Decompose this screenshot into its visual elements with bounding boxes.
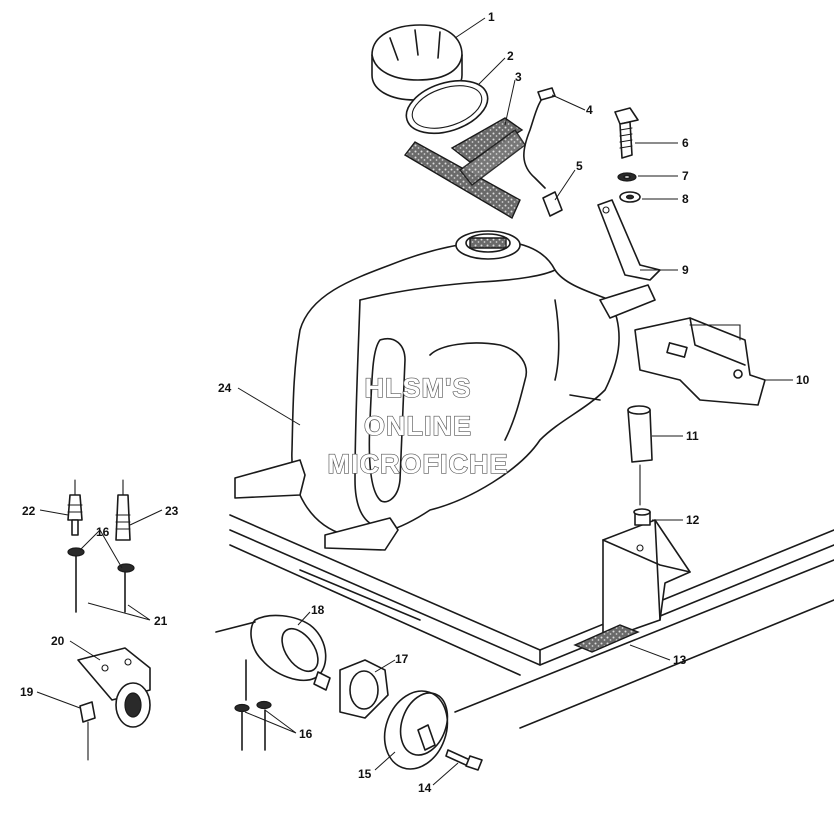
o-ring bbox=[405, 79, 489, 135]
fuel-pump bbox=[215, 614, 331, 701]
fitting-left bbox=[67, 479, 83, 536]
watermark-line-2: ONLINE bbox=[364, 411, 472, 441]
callout-10: 10 bbox=[796, 373, 810, 387]
fuel-tank bbox=[234, 230, 656, 551]
vent-hose bbox=[523, 91, 549, 189]
grommet bbox=[633, 508, 651, 526]
spacer-tube bbox=[627, 405, 653, 506]
tank-strap bbox=[634, 317, 766, 406]
callout-1: 1 bbox=[488, 10, 495, 24]
hex-nut bbox=[339, 659, 389, 719]
grip-pad bbox=[573, 624, 640, 653]
bolt bbox=[614, 107, 639, 159]
callout-3: 3 bbox=[515, 70, 522, 84]
callout-5: 5 bbox=[576, 159, 583, 173]
callout-15: 15 bbox=[358, 767, 372, 781]
callout-14: 14 bbox=[418, 781, 432, 795]
frame-rails bbox=[229, 514, 834, 729]
shutoff-valve bbox=[79, 701, 96, 761]
callout-4: 4 bbox=[586, 103, 593, 117]
mount-bracket bbox=[597, 199, 661, 281]
callout-labels: 1 2 3 4 5 6 7 8 9 10 11 12 13 14 15 16 1… bbox=[20, 10, 810, 795]
callout-22: 22 bbox=[22, 504, 36, 518]
watermark-line-3: MICROFICHE bbox=[328, 449, 509, 479]
watermark: HLSM'S ONLINE MICROFICHE bbox=[327, 372, 509, 479]
fitting-right bbox=[115, 479, 131, 541]
screw bbox=[445, 749, 483, 771]
callout-12: 12 bbox=[686, 513, 700, 527]
callout-6: 6 bbox=[682, 136, 689, 150]
upper-clamps-hoses bbox=[67, 547, 135, 613]
callout-2: 2 bbox=[507, 49, 514, 63]
callout-23: 23 bbox=[165, 504, 179, 518]
callout-9: 9 bbox=[682, 263, 689, 277]
foam-pads bbox=[403, 117, 526, 220]
pump-bracket bbox=[77, 647, 151, 728]
callout-11: 11 bbox=[686, 429, 699, 443]
callout-16-upper: 16 bbox=[96, 525, 110, 539]
callout-21: 21 bbox=[154, 614, 168, 628]
callout-18: 18 bbox=[311, 603, 325, 617]
leader-lines bbox=[36, 17, 793, 786]
watermark-line-1: HLSM'S bbox=[365, 373, 472, 403]
callout-20: 20 bbox=[51, 634, 65, 648]
callout-7: 7 bbox=[682, 169, 689, 183]
filter-cap bbox=[383, 690, 449, 770]
callout-19: 19 bbox=[20, 685, 34, 699]
frame-bracket bbox=[602, 519, 691, 641]
callout-13: 13 bbox=[673, 653, 687, 667]
lower-clamps-hoses bbox=[234, 700, 272, 751]
callout-8: 8 bbox=[682, 192, 689, 206]
callout-17: 17 bbox=[395, 652, 409, 666]
callout-16-lower: 16 bbox=[299, 727, 313, 741]
vent-fitting bbox=[542, 191, 563, 217]
callout-24: 24 bbox=[218, 381, 232, 395]
fuel-cap bbox=[371, 24, 463, 101]
